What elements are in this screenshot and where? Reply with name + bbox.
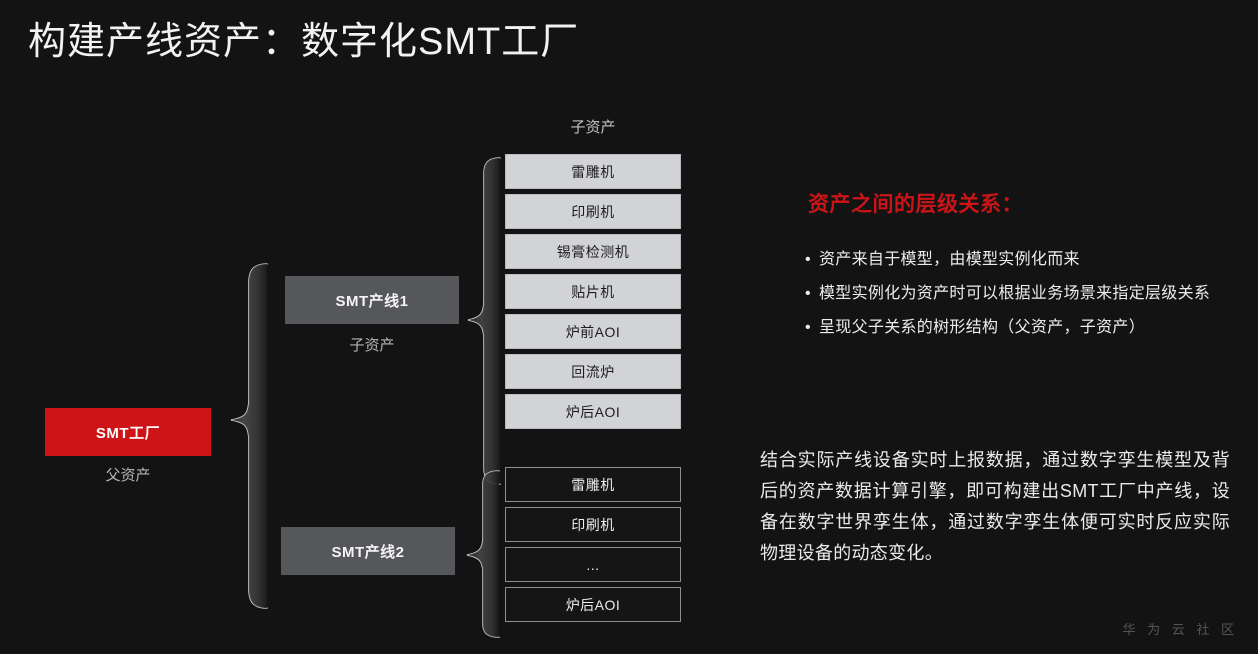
device-box[interactable]: 锡膏检测机 — [505, 234, 681, 269]
bullets-heading: 资产之间的层级关系： — [808, 193, 1023, 216]
explanation-panel: 资产之间的层级关系： 资产来自于模型，由模型实例化而来 模型实例化为资产时可以根… — [760, 150, 1258, 654]
node-line-smt-1[interactable]: SMT产线1 — [285, 276, 459, 324]
device-box[interactable]: 雷雕机 — [505, 154, 681, 189]
bullet-item: 资产来自于模型，由模型实例化而来 — [805, 246, 1255, 273]
page-title: 构建产线资产：数字化SMT工厂 — [28, 21, 580, 63]
brace-line2-to-devices — [466, 470, 500, 638]
brace-line1-to-devices — [467, 157, 501, 485]
asset-hierarchy-diagram: SMT工厂 父资产 SMT产线1 子资产 — [0, 100, 760, 654]
device-box[interactable]: 印刷机 — [505, 194, 681, 229]
bullet-item: 呈现父子关系的树形结构（父资产，子资产） — [805, 314, 1255, 341]
device-box[interactable]: ... — [505, 547, 681, 582]
device-box[interactable]: 贴片机 — [505, 274, 681, 309]
node-line-smt-2[interactable]: SMT产线2 — [281, 527, 455, 575]
device-box[interactable]: 雷雕机 — [505, 467, 681, 502]
node-root-caption: 父资产 — [105, 467, 151, 484]
device-box[interactable]: 印刷机 — [505, 507, 681, 542]
brace-root-to-lines — [230, 263, 268, 609]
device-box[interactable]: 炉前AOI — [505, 314, 681, 349]
watermark: 华 为 云 社 区 — [1122, 622, 1238, 637]
bullet-list: 资产来自于模型，由模型实例化而来 模型实例化为资产时可以根据业务场景来指定层级关… — [805, 246, 1255, 348]
summary-paragraph: 结合实际产线设备实时上报数据，通过数字孪生模型及背后的资产数据计算引擎，即可构建… — [760, 450, 1230, 563]
device-box[interactable]: 炉后AOI — [505, 394, 681, 429]
children-column-caption: 子资产 — [570, 119, 616, 136]
device-stack-line2: 雷雕机 印刷机 ... 炉后AOI — [505, 467, 681, 627]
device-box[interactable]: 回流炉 — [505, 354, 681, 389]
device-stack-line1: 雷雕机 印刷机 锡膏检测机 贴片机 炉前AOI 回流炉 炉后AOI — [505, 154, 681, 434]
node-line-1-caption: 子资产 — [349, 337, 395, 354]
device-box[interactable]: 炉后AOI — [505, 587, 681, 622]
node-root-smt-factory[interactable]: SMT工厂 — [45, 408, 211, 456]
bullet-item: 模型实例化为资产时可以根据业务场景来指定层级关系 — [805, 280, 1255, 307]
